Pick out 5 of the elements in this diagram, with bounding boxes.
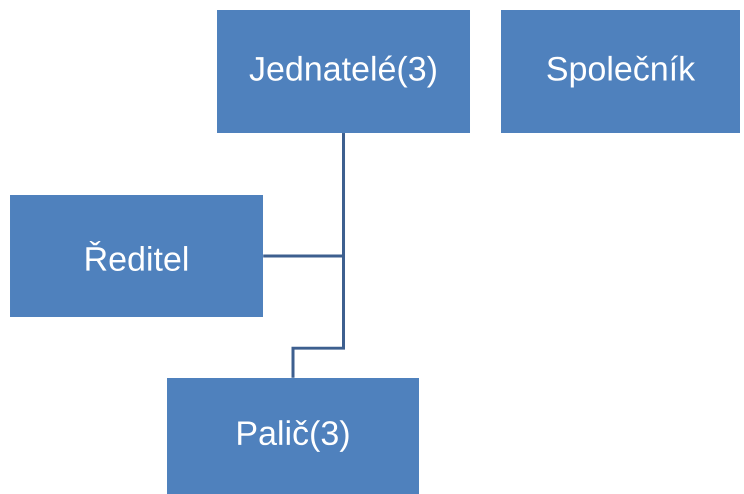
org-box: Jednatelé(3) [217, 10, 470, 133]
org-box: Společník [501, 10, 740, 133]
connector-line [292, 133, 345, 378]
org-box: Ředitel [10, 194, 263, 317]
org-box: Palič(3) [167, 378, 419, 494]
